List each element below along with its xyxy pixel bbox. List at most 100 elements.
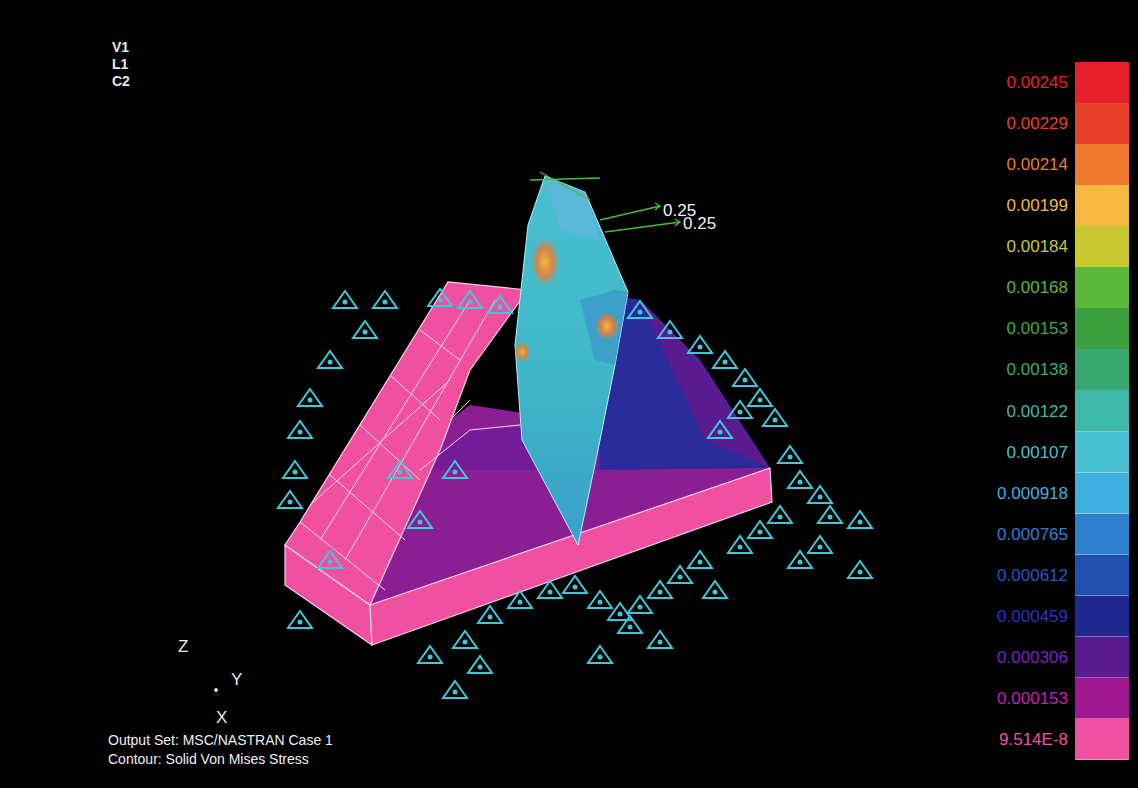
stress-hotspot [595, 312, 619, 340]
axis-label: Y [231, 671, 242, 688]
color-swatch [1075, 596, 1129, 638]
load-arrows [530, 172, 680, 232]
legend-value: 0.000612 [997, 567, 1068, 584]
constraint-triangle [563, 576, 587, 593]
constraint-triangle [278, 491, 302, 508]
color-swatch [1075, 678, 1129, 720]
color-swatch [1075, 719, 1129, 761]
constraint-triangle [458, 291, 482, 308]
legend-value: 0.00184 [1007, 238, 1068, 255]
color-swatch [1075, 473, 1129, 515]
legend-value: 0.00229 [1007, 115, 1068, 132]
legend-value: 0.00122 [1007, 403, 1068, 420]
color-swatch [1075, 514, 1129, 556]
constraint-triangle [428, 289, 452, 306]
constraint-triangle [538, 581, 562, 598]
color-swatch [1075, 103, 1129, 145]
constraint-triangle [763, 409, 787, 426]
constraint-triangle [318, 351, 342, 368]
legend-value: 0.00214 [1007, 156, 1068, 173]
constraint-triangle [478, 606, 502, 623]
constraint-triangle [768, 506, 792, 523]
constraint-triangle [628, 301, 652, 318]
constraint-triangle [713, 351, 737, 368]
constraint-triangle [373, 291, 397, 308]
legend-value: 0.000765 [997, 526, 1068, 543]
color-swatch [1075, 349, 1129, 391]
legend-value: 9.514E-8 [999, 731, 1068, 748]
constraint-triangle [418, 646, 442, 663]
color-swatch [1075, 555, 1129, 597]
constraint-triangle [728, 401, 752, 418]
constraint-triangle [658, 321, 682, 338]
constraint-triangle [588, 591, 612, 608]
legend-value: 0.000459 [997, 608, 1068, 625]
constraint-triangle [283, 461, 307, 478]
constraint-triangle [353, 321, 377, 338]
output-note: Output Set: MSC/NASTRAN Case 1 [108, 733, 333, 747]
color-swatch [1075, 62, 1129, 104]
color-swatch [1075, 390, 1129, 432]
legend-value: 0.00199 [1007, 197, 1068, 214]
constraint-triangle [808, 486, 832, 503]
legend-value: 0.00107 [1007, 444, 1068, 461]
constraint-triangle [703, 581, 727, 598]
constraint-triangle [388, 461, 412, 478]
constraint-triangle [453, 631, 477, 648]
constraint-triangle [648, 631, 672, 648]
constraint-triangle [748, 521, 772, 538]
blade-top [545, 176, 600, 240]
color-swatch [1075, 226, 1129, 268]
constraint-triangle [588, 646, 612, 663]
legend-value: 0.000153 [997, 690, 1068, 707]
mesh-lines [300, 300, 520, 590]
constraint-triangle [688, 336, 712, 353]
constraint-triangle [443, 461, 467, 478]
color-swatch [1075, 144, 1129, 186]
legend-value: 0.00245 [1007, 74, 1068, 91]
constraint-triangle [443, 681, 467, 698]
color-swatch [1075, 267, 1129, 309]
constraint-triangle [668, 566, 692, 583]
constraint-triangle [333, 291, 357, 308]
constraint-triangle [848, 511, 872, 528]
upright-plate [285, 282, 528, 605]
constraint-triangle [618, 616, 642, 633]
view-tag: V1 [112, 40, 129, 54]
legend-value: 0.000918 [997, 485, 1068, 502]
constraint-triangle [488, 296, 512, 313]
axis-label: X [216, 709, 227, 726]
legend-value: 0.00153 [1007, 320, 1068, 337]
constraint-triangle [468, 656, 492, 673]
constraint-triangle [788, 551, 812, 568]
constraint-triangle [648, 581, 672, 598]
color-swatch [1075, 637, 1129, 679]
color-swatch [1075, 432, 1129, 474]
constraint-symbols [278, 289, 872, 698]
blade-shade [580, 290, 628, 365]
constraint-triangle [288, 421, 312, 438]
constraint-triangle [688, 551, 712, 568]
legend-value: 0.000306 [997, 649, 1068, 666]
constraint-triangle [408, 511, 432, 528]
constraint-triangle [808, 536, 832, 553]
legend-value: 0.00138 [1007, 361, 1068, 378]
constraint-triangle [848, 561, 872, 578]
view-tag: C2 [112, 74, 130, 88]
constraint-triangle [788, 471, 812, 488]
constraint-triangle [298, 389, 322, 406]
stress-hotspot [514, 342, 530, 362]
constraint-triangle [778, 446, 802, 463]
color-swatch [1075, 308, 1129, 350]
constraint-triangle [818, 506, 842, 523]
constraint-triangle [288, 611, 312, 628]
constraint-triangle [748, 389, 772, 406]
stress-hotspot [531, 238, 559, 286]
constraint-triangle [708, 421, 732, 438]
legend-value: 0.00168 [1007, 279, 1068, 296]
load-value: 0.25 [683, 215, 716, 232]
axis-triad [215, 689, 218, 692]
constraint-triangle [733, 369, 757, 386]
color-swatch [1075, 185, 1129, 227]
